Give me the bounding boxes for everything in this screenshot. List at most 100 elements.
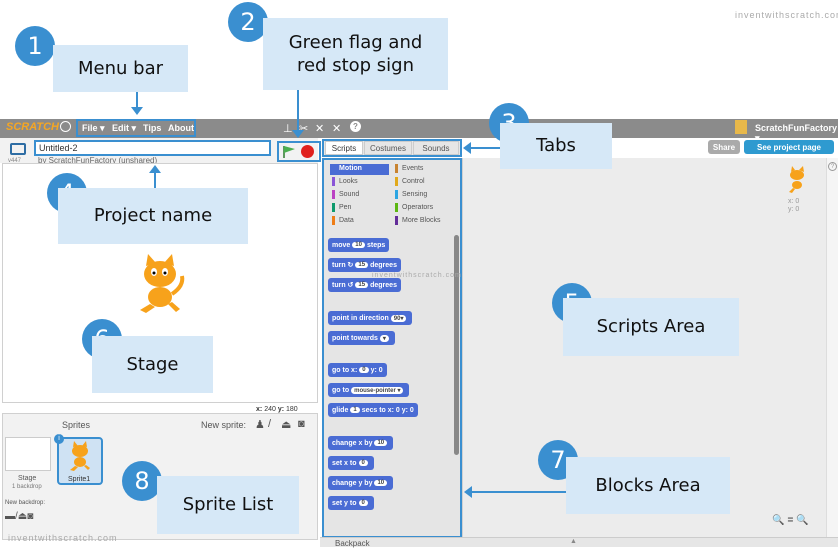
callout-4-arrowhead [149,165,161,173]
share-button[interactable]: Share [708,140,740,154]
callout-3-arrowhead [463,142,471,154]
sprite-y-coord: y: 0 [788,206,800,213]
category-pen[interactable]: Pen [332,203,351,212]
callout-8-circle: 8 [122,461,162,501]
backpack-label[interactable]: Backpack [335,539,370,548]
project-name-input[interactable]: Untitled-2 [34,140,271,156]
callout-2-circle: 2 [228,2,268,42]
upload-icon[interactable]: ⏏ [281,419,292,431]
shrink-icon[interactable]: ✕ [332,123,342,135]
callout-7-arrowhead [464,486,472,498]
tab-costumes[interactable]: Costumes [364,141,412,155]
delete-icon[interactable]: ✂ [299,123,309,135]
flag-stop-highlight [277,141,321,162]
stage-thumbnail[interactable] [5,437,51,471]
sprite-x-coord: x: 0 [788,198,800,205]
user-menu[interactable]: ScratchFunFactory ▾ [755,123,838,143]
callout-8-label: Sprite List [157,476,299,534]
callout-7-arrow [472,491,566,493]
help-icon[interactable]: ? [350,121,361,132]
callout-4-arrow [154,172,156,188]
info-icon[interactable]: i [54,434,64,444]
sprite1-cat-icon [70,441,90,471]
backdrop-tools-icons[interactable]: ▬/⏏◙ [5,511,34,522]
scratch-logo[interactable]: SCRATCH [6,121,59,133]
category-selected-bg [330,164,389,175]
zoom-reset-button[interactable]: = [787,515,794,526]
tab-scripts[interactable]: Scripts [325,141,363,155]
blocks-palette [322,158,462,538]
stage-label: Stage [18,475,37,482]
category-operators[interactable]: Operators [395,203,433,212]
category-control[interactable]: Control [395,177,425,186]
callout-2-arrowhead [292,130,304,138]
sprite-preview-icon [789,166,804,193]
palette-scrollbar[interactable] [454,235,459,455]
menu-highlight [76,119,196,137]
callout-1-arrowhead [131,107,143,115]
tab-sounds[interactable]: Sounds [413,141,459,155]
category-sound[interactable]: Sound [332,190,359,199]
zoom-controls[interactable]: 🔍=🔍 [772,515,809,526]
category-looks[interactable]: Looks [332,177,358,186]
camera-icon[interactable]: ◙ [298,418,305,430]
new-backdrop-label: New backdrop: [5,500,46,506]
menu-file[interactable]: File ▾ [82,123,105,133]
scripts-side-panel [826,158,838,538]
category-data[interactable]: Data [332,216,354,225]
callout-7-label: Blocks Area [566,457,730,514]
backpack-arrow-icon[interactable]: ▲ [570,538,577,545]
sprite1-label: Sprite1 [68,476,91,483]
duplicate-icon[interactable]: ⊥ [283,123,293,135]
green-flag-icon[interactable] [282,145,296,159]
category-motion[interactable]: Motion [332,164,362,173]
see-project-page-button[interactable]: See project page [744,140,834,154]
category-events[interactable]: Events [395,164,423,173]
grow-icon[interactable]: ✕ [315,123,325,135]
watermark-top: inventwithscratch.com [735,10,838,20]
sprite-cat-image[interactable] [130,252,190,316]
help-side-icon[interactable]: ? [828,162,837,171]
menu-about[interactable]: About [168,123,194,133]
menu-edit[interactable]: Edit ▾ [112,123,137,133]
motion-block[interactable]: point towards▾ [328,331,395,345]
callout-3-arrow [470,147,500,149]
callout-5-label: Scripts Area [563,298,739,356]
globe-icon[interactable] [60,121,71,132]
menu-bar [0,119,838,138]
sprite-library-icon[interactable]: ♟ [255,419,265,431]
callout-6-label: Stage [92,336,213,393]
watermark-bottom: inventwithscratch.com [8,533,118,543]
sprites-title: Sprites [62,420,91,430]
category-more-blocks[interactable]: More Blocks [395,216,441,225]
zoom-in-icon[interactable]: 🔍 [796,515,809,526]
stage-backdrop-count: 1 backdrop [12,484,42,490]
callout-2-label: Green flag and red stop sign [263,18,448,90]
stop-sign-icon[interactable] [301,145,314,158]
version-label: v447 [8,158,22,164]
callout-1-label: Menu bar [53,45,188,92]
menu-tips[interactable]: Tips [143,123,162,133]
callout-3-label: Tabs [500,123,612,169]
stage-coords: x: 240 y: 180 [256,406,298,413]
backpack-bar[interactable] [320,537,838,547]
category-sensing[interactable]: Sensing [395,190,427,199]
callout-2-arrow [297,90,299,132]
zoom-out-icon[interactable]: 🔍 [772,515,785,526]
folder-icon[interactable] [735,120,747,134]
new-sprite-label: New sprite: [201,420,247,430]
fullscreen-icon[interactable] [10,143,26,155]
paint-icon[interactable]: / [268,418,272,430]
callout-4-label: Project name [58,188,248,244]
